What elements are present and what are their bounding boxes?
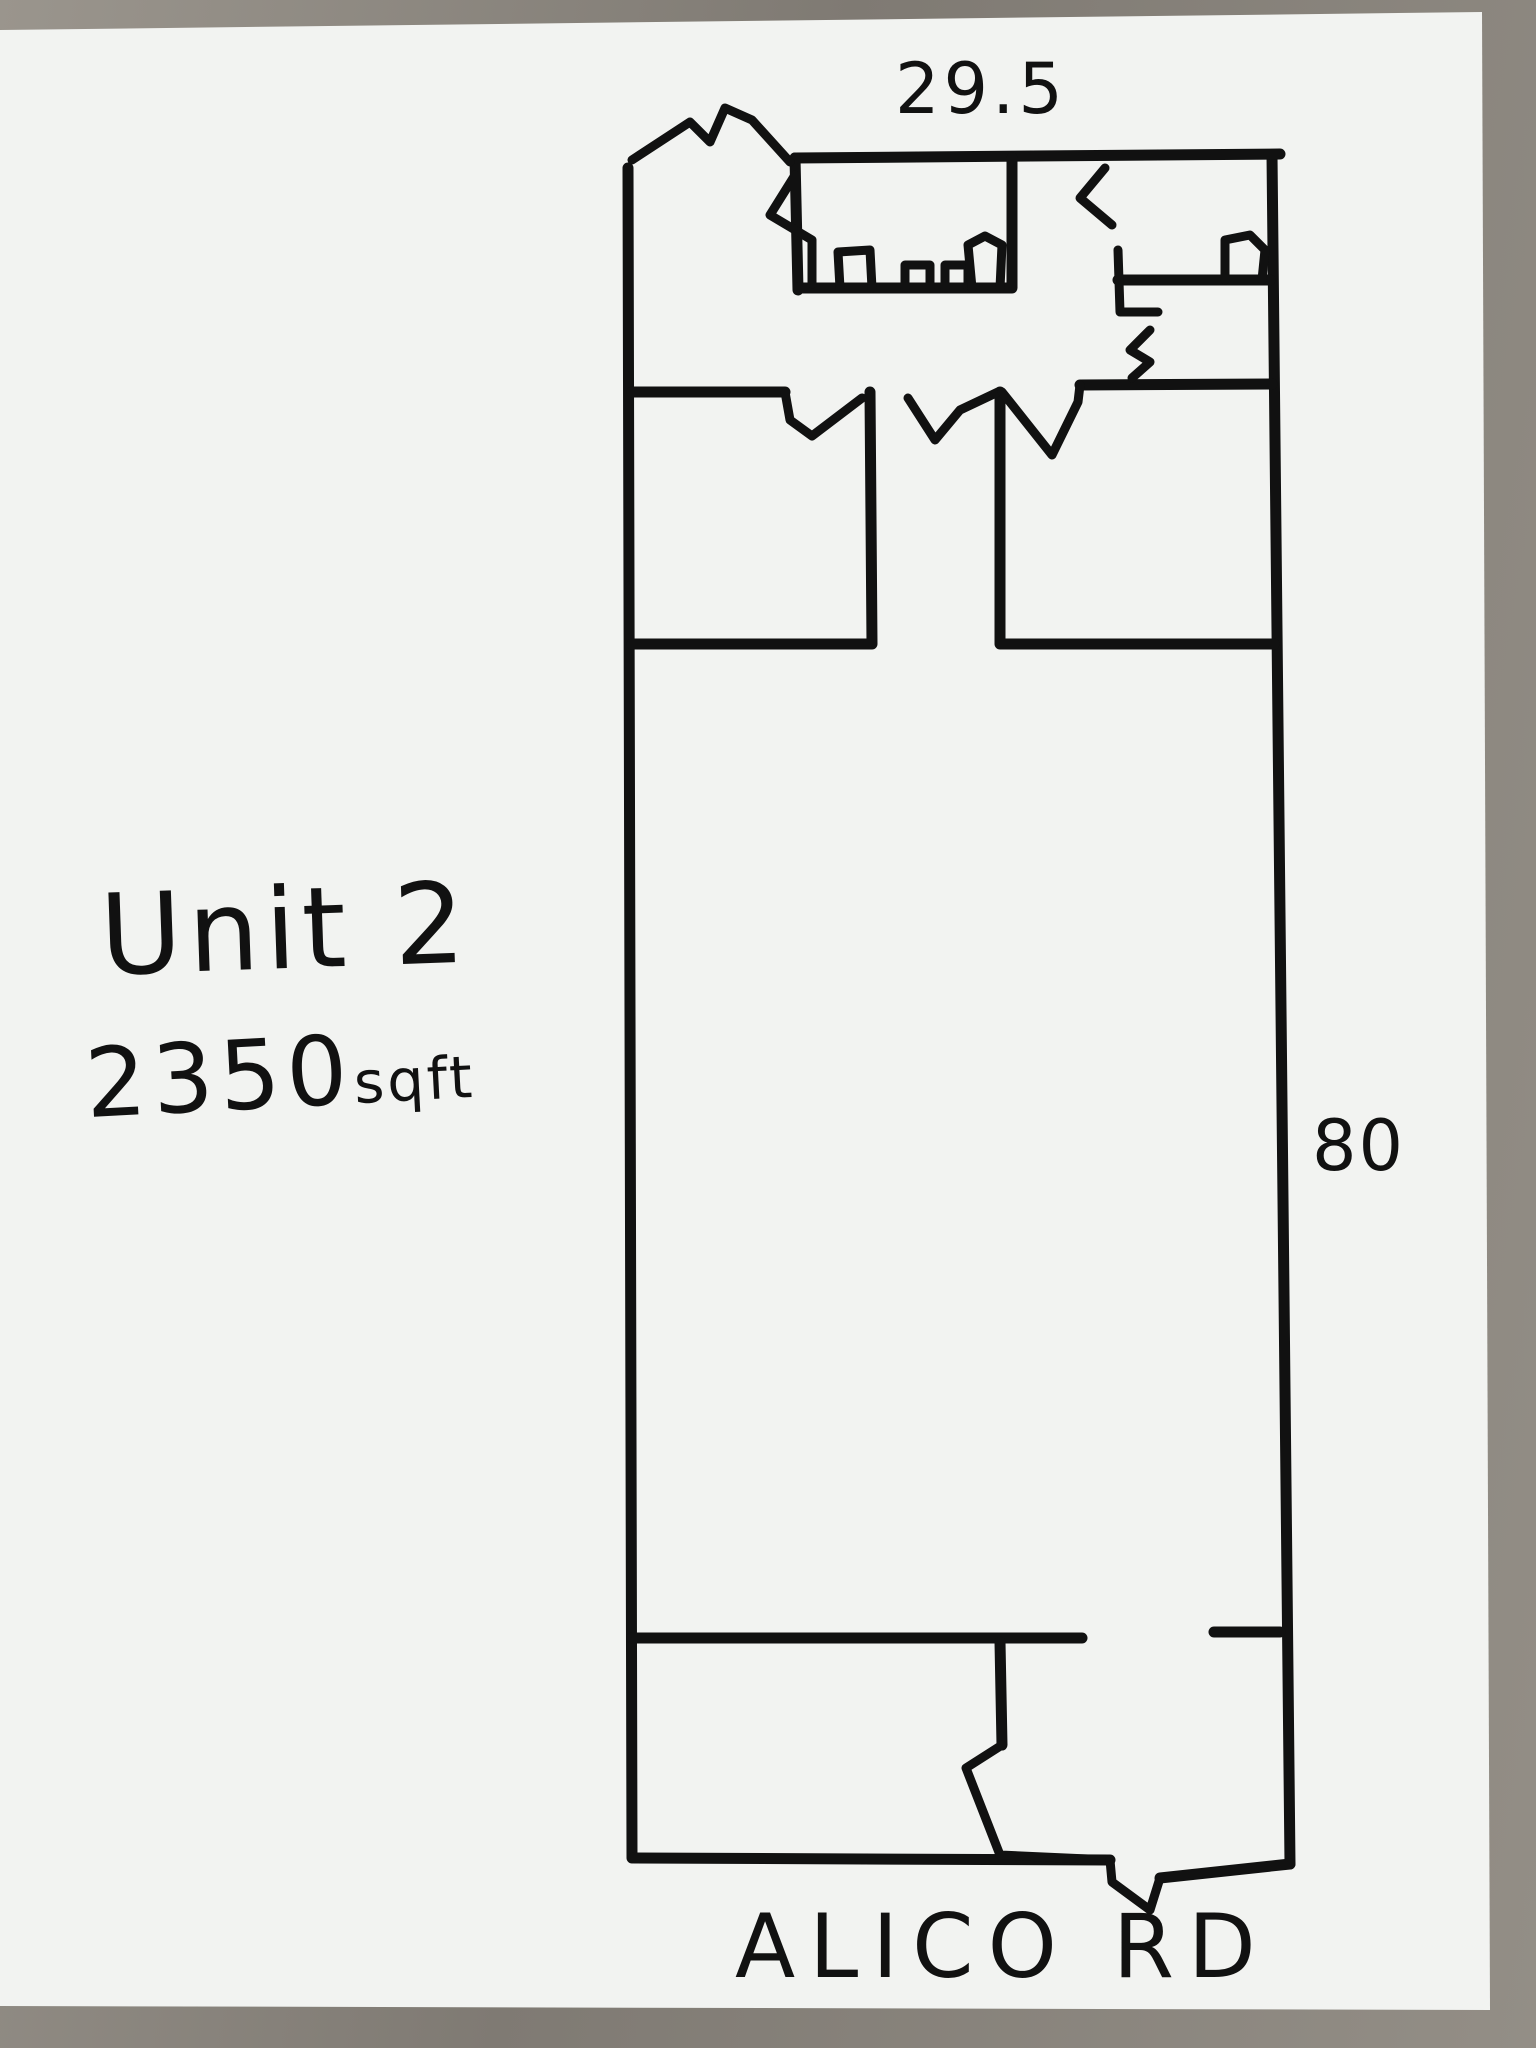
restroom-door-icon — [765, 170, 817, 289]
restroom-door-2-icon — [1075, 163, 1117, 230]
toilet-fixture-icon-2 — [963, 231, 1007, 293]
hallway-left-door-icon — [903, 387, 1003, 445]
outer-wall-left — [622, 162, 638, 1864]
unit-label: Unit 2 — [97, 858, 474, 1002]
restroom-toilet-icon — [1220, 230, 1270, 285]
outer-wall-bottom-right — [1154, 1858, 1296, 1884]
office-right-door-icon — [997, 380, 1085, 460]
sink-fixture-icon — [900, 260, 935, 293]
office-left-door-icon — [780, 387, 867, 441]
area-label: 2350sqft — [82, 1008, 477, 1140]
closet-door-icon — [1125, 325, 1155, 383]
front-entry-door-icon — [1105, 1855, 1165, 1915]
office-right-wall — [994, 386, 1280, 650]
lobby-divider — [994, 1636, 1008, 1751]
road-label: ALICO RD — [735, 1895, 1270, 1998]
lobby-door-icon — [961, 1740, 1115, 1865]
closet-fixture-icon — [1113, 245, 1163, 317]
office-left-wall — [626, 386, 878, 650]
paper-sheet — [0, 12, 1490, 2010]
length-dimension-label: 80 — [1312, 1105, 1406, 1187]
area-unit: sqft — [352, 1042, 477, 1118]
outer-wall-top — [789, 148, 1286, 164]
area-value: 2350 — [82, 1014, 357, 1141]
toilet-fixture-icon — [833, 245, 877, 293]
corridor-wall-top — [1074, 378, 1278, 391]
rear-exit-door-icon — [627, 103, 795, 167]
outer-wall-right — [1266, 149, 1296, 1870]
width-dimension-label: 29.5 — [895, 48, 1067, 130]
